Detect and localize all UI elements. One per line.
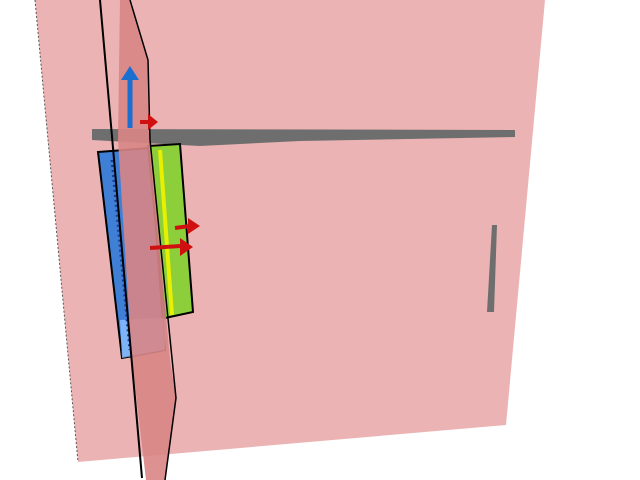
- x-axis-arrow-2: [174, 218, 200, 234]
- plane-edge: [34, 0, 79, 463]
- thin-plane-edge: [99, 0, 143, 479]
- gray-bar: [92, 129, 515, 146]
- point-cloud-vertical: [487, 225, 497, 312]
- z-axis-arrow: [121, 66, 139, 128]
- thin-plane-edge: [129, 0, 177, 480]
- x-axis-arrow-3: [149, 238, 193, 256]
- x-axis-arrow: [140, 114, 158, 130]
